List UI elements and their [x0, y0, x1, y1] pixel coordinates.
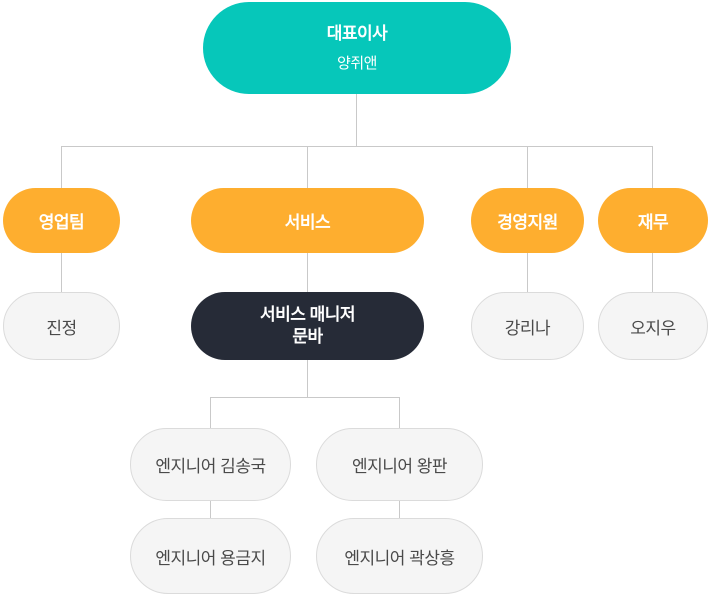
connector-line [399, 397, 400, 428]
member-label: 진정 [46, 318, 77, 338]
node-service-manager[interactable]: 서비스 매니저 문바 [191, 292, 424, 360]
node-engineer-3[interactable]: 엔지니어 용금지 [130, 518, 291, 594]
node-member-finance[interactable]: 오지우 [598, 292, 708, 360]
connector-line [61, 146, 653, 147]
member-label: 오지우 [630, 318, 676, 338]
node-engineer-4[interactable]: 엔지니어 곽상흥 [316, 518, 483, 594]
node-dept-finance[interactable]: 재무 [598, 188, 708, 253]
connector-line [527, 253, 528, 292]
node-ceo[interactable]: 대표이사 양쥐앤 [203, 2, 511, 94]
member-label: 엔지니어 곽상흥 [344, 548, 455, 568]
node-dept-service[interactable]: 서비스 [191, 188, 424, 253]
connector-line [307, 253, 308, 292]
node-dept-support[interactable]: 경영지원 [471, 188, 584, 253]
connector-line [652, 146, 653, 188]
ceo-name: 양쥐앤 [337, 55, 377, 73]
member-label: 엔지니어 용금지 [155, 548, 266, 568]
connector-line [210, 501, 211, 518]
connector-line [307, 360, 308, 397]
connector-line [307, 146, 308, 188]
dept-label: 재무 [637, 213, 669, 232]
node-member-support[interactable]: 강리나 [471, 292, 584, 360]
connector-line [210, 397, 211, 428]
connector-line [652, 253, 653, 292]
manager-name: 문바 [292, 327, 323, 346]
member-label: 엔지니어 김송국 [155, 457, 266, 476]
node-engineer-2[interactable]: 엔지니어 왕판 [316, 428, 483, 501]
connector-line [527, 146, 528, 188]
member-label: 강리나 [504, 318, 551, 338]
connector-line [399, 501, 400, 518]
dept-label: 서비스 [284, 213, 331, 232]
connector-line [61, 146, 62, 188]
connector-line [61, 253, 62, 292]
dept-label: 경영지원 [497, 213, 558, 232]
node-dept-sales[interactable]: 영업팀 [3, 188, 120, 253]
node-member-sales[interactable]: 진정 [3, 292, 120, 360]
connector-line [356, 94, 357, 146]
member-label: 엔지니어 왕판 [351, 457, 448, 476]
node-engineer-1[interactable]: 엔지니어 김송국 [130, 428, 291, 501]
connector-line [210, 397, 400, 398]
manager-title: 서비스 매니저 [259, 304, 356, 324]
dept-label: 영업팀 [38, 213, 85, 232]
ceo-title: 대표이사 [326, 23, 388, 43]
